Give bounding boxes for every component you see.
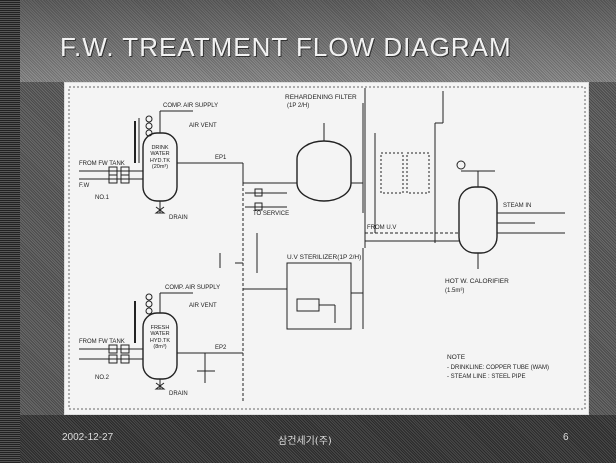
ep2-label: EP2 — [215, 345, 227, 351]
hot-water-calorifier-label: HOT W. CALORIFIER — [445, 278, 509, 285]
slide-footer — [20, 415, 616, 463]
tank-top-line3: HYD.TK — [149, 157, 171, 164]
uv-sterilizer-box — [286, 262, 352, 330]
drain-label-bottom: DRAIN — [169, 391, 188, 397]
air-vent-label-bottom: AIR VENT — [189, 303, 217, 309]
tank-bottom-line1: FRESH — [150, 325, 170, 331]
no2-label: NO.2 — [95, 375, 110, 381]
footer-date: 2002-12-27 — [62, 432, 114, 443]
tank-bottom-line3: HYD.TK — [149, 337, 171, 344]
from-uv-label: FROM U.V — [367, 225, 397, 231]
hot-water-calorifier-sub-label: (1.5m³) — [445, 288, 465, 294]
note-line2: - STEAM LINE : STEEL PIPE — [447, 374, 526, 380]
title-band — [20, 0, 616, 82]
rehardening-filter-sub-label: (1P 2/H) — [287, 103, 310, 109]
ep1-label: EP1 — [215, 155, 227, 161]
comp-air-label-top: COMP. AIR SUPPLY — [163, 103, 219, 109]
slide-left-bar — [0, 0, 20, 463]
rehardening-filter-label: REHARDENING FILTER — [285, 94, 357, 101]
uv-sterilizer-label: U.V STERILIZER(1P 2/H) — [287, 254, 362, 261]
drink-water-tank-label: DRINK WATER HYD.TK (20m³) — [145, 145, 175, 170]
note-line1: - DRINKLINE: COPPER TUBE (WAM) — [447, 365, 550, 371]
fw-label: F.W — [79, 183, 90, 189]
tank-top-line1: DRINK — [151, 145, 169, 151]
tank-top-line2: WATER — [150, 151, 170, 158]
tank-top-line4: (20m³) — [151, 163, 169, 170]
footer-company: 삼건세기(주) — [278, 436, 332, 447]
diagram-lines — [68, 86, 586, 410]
flow-diagram: DRINK WATER HYD.TK (20m³) FRESH WATER HY… — [64, 82, 589, 415]
to-service-label: TO SERVICE — [253, 211, 290, 217]
note-title: NOTE — [447, 354, 466, 361]
hot-water-calorifier-vessel — [458, 186, 498, 254]
tank-bottom-line4: (8m³) — [153, 343, 167, 350]
drain-label-top: DRAIN — [169, 215, 188, 221]
tank-bottom-line2: WATER — [150, 331, 170, 338]
no1-label: NO.1 — [95, 195, 110, 201]
rehardening-filter-vessel — [296, 140, 352, 202]
from-fw-tank-label-top: FROM FW TANK — [79, 161, 125, 167]
fresh-water-tank-label: FRESH WATER HYD.TK (8m³) — [145, 325, 175, 350]
slide-title: F.W. TREATMENT FLOW DIAGRAM — [60, 32, 512, 62]
page-number: 6 — [563, 432, 569, 443]
air-vent-label-top: AIR VENT — [189, 123, 217, 129]
from-fw-tank-label-bottom: FROM FW TANK — [79, 339, 125, 345]
steam-in-label: STEAM IN — [503, 203, 532, 209]
comp-air-label-bottom: COMP. AIR SUPPLY — [165, 285, 221, 291]
